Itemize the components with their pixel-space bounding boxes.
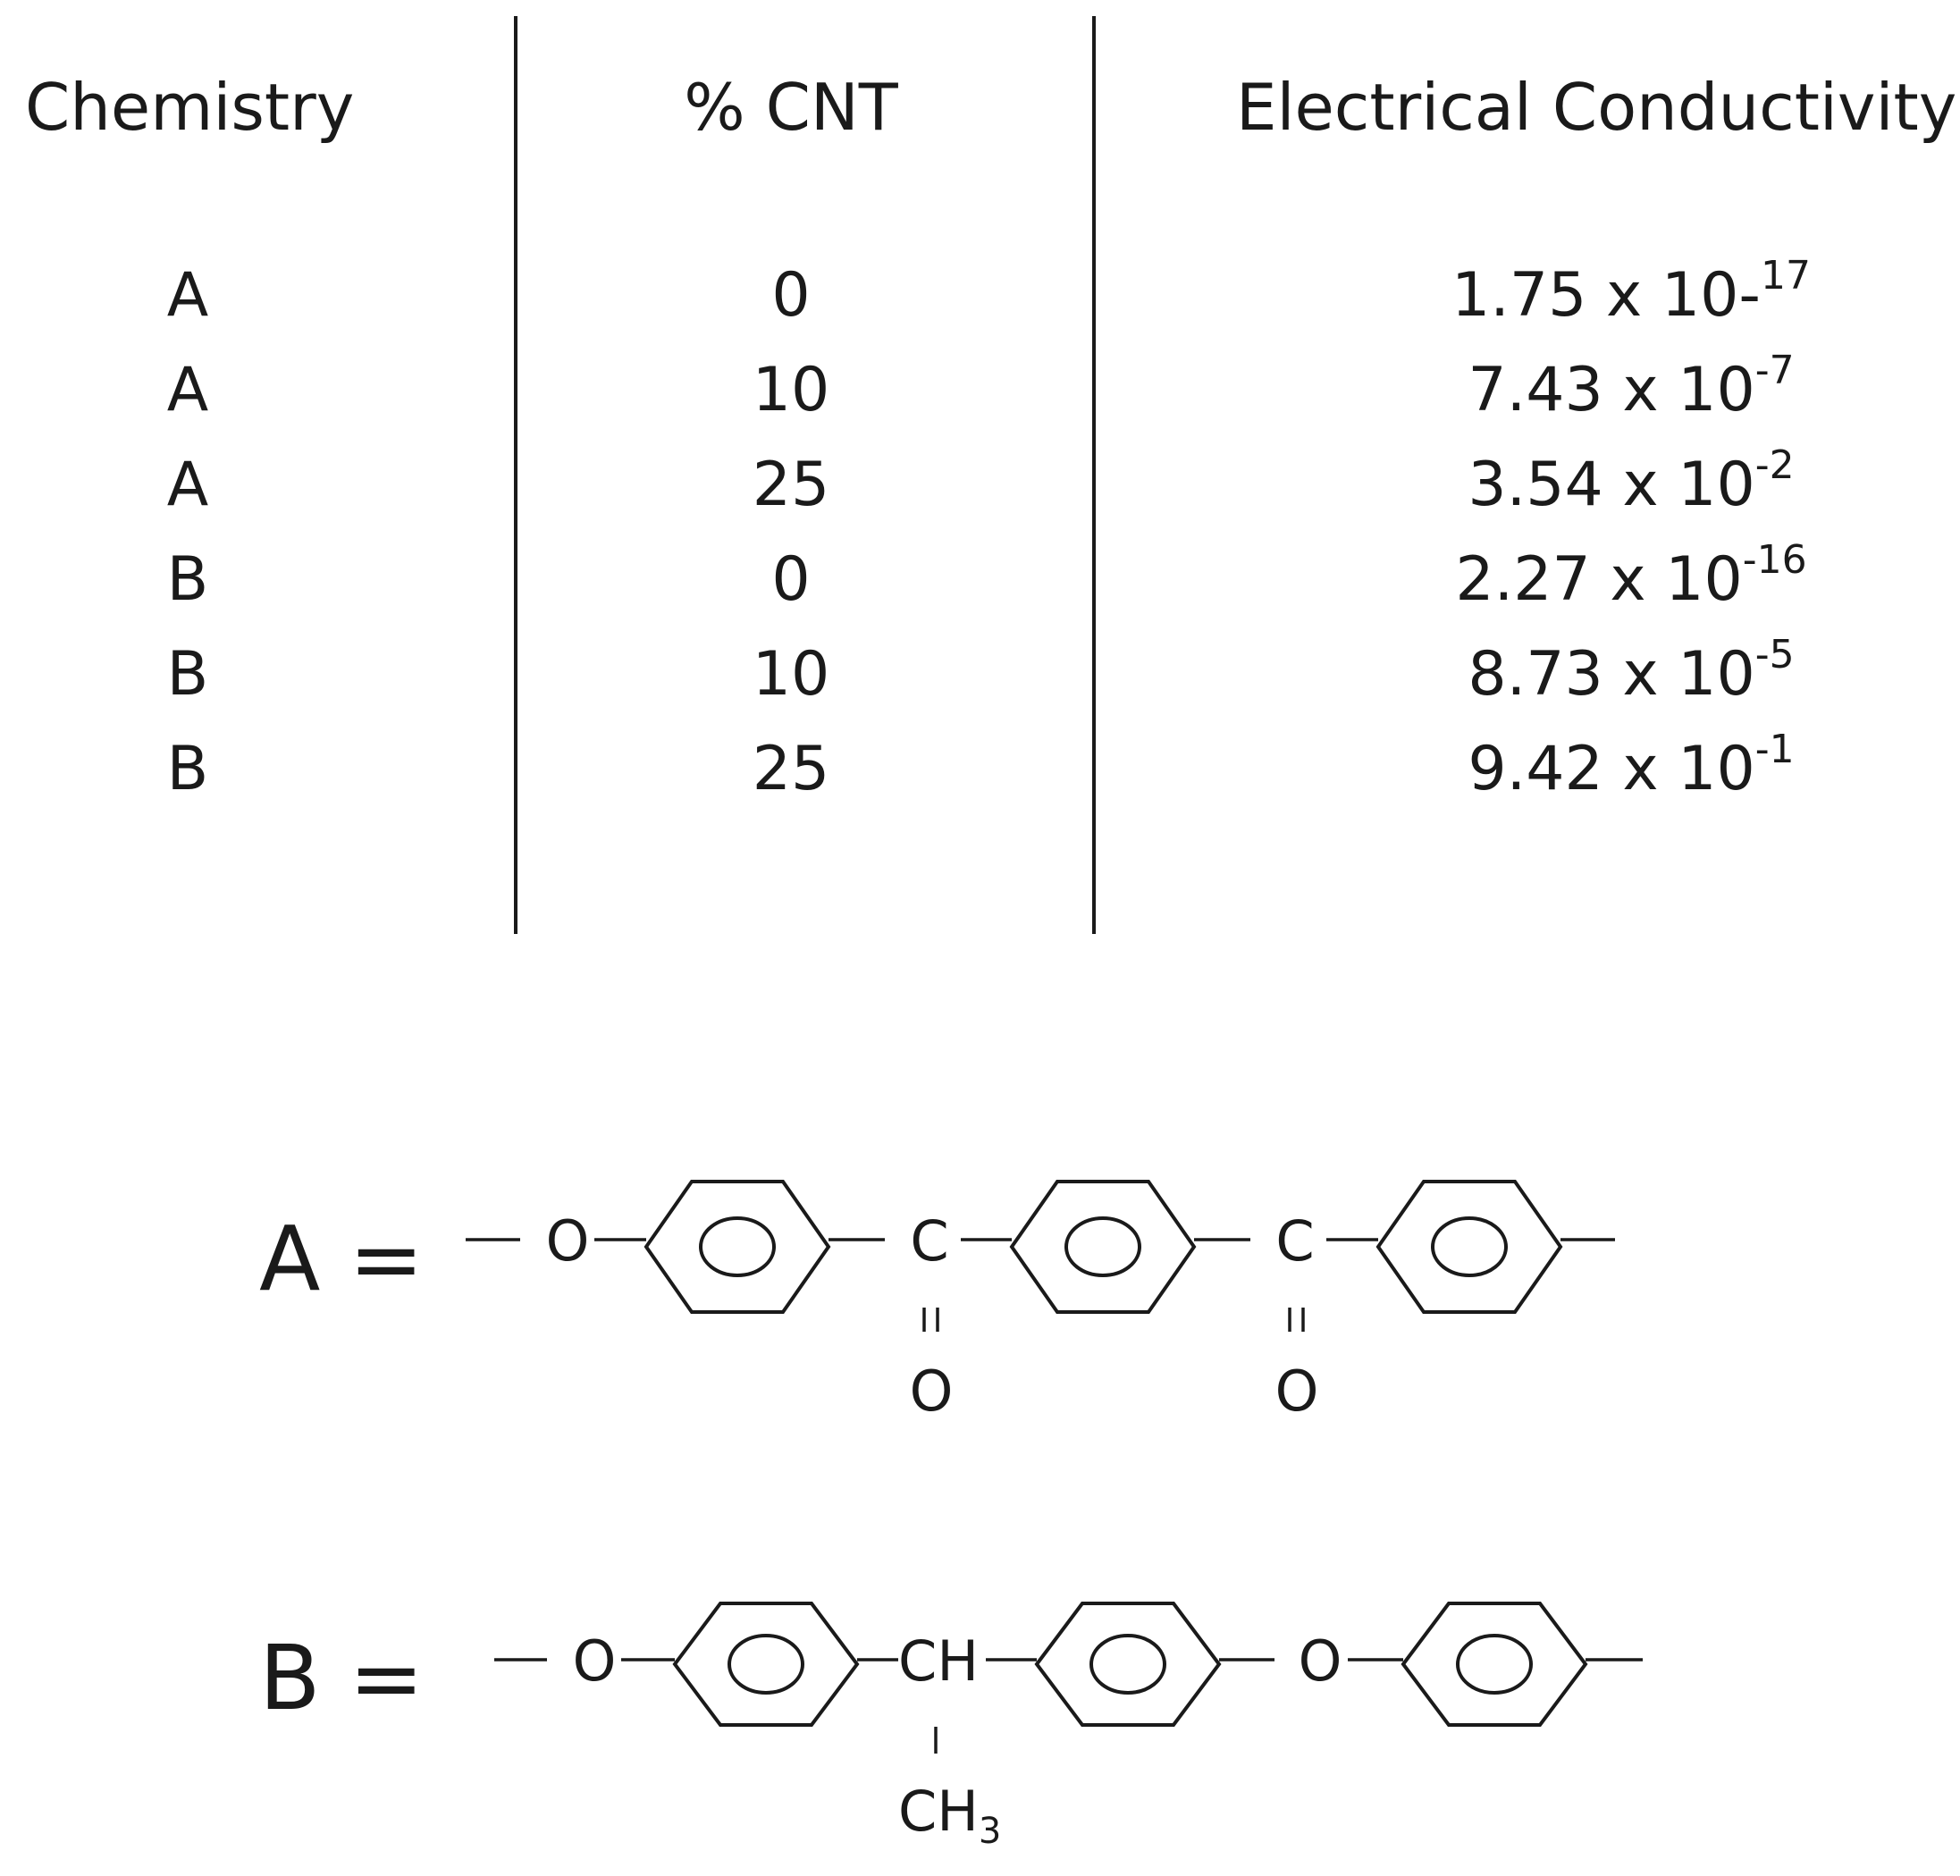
structure-b-label: B = <box>259 1626 424 1730</box>
header-conductivity: Electrical Conductivity <box>1236 70 1956 145</box>
cell-chemistry: B <box>167 544 209 615</box>
conductivity-mantissa: 2.27 x 10 <box>1455 544 1742 615</box>
structure-a: A = O C O C O <box>259 1180 1615 1424</box>
cell-cnt: 10 <box>753 355 830 425</box>
conductivity-mantissa: 8.73 x 10 <box>1468 639 1754 710</box>
cell-chemistry: B <box>167 639 209 710</box>
cell-cnt: 0 <box>771 260 810 331</box>
conductivity-exponent: -5 <box>1755 632 1795 677</box>
ether-oxygen-1: O <box>573 1628 617 1694</box>
carbonyl-carbon-1: C <box>910 1208 948 1274</box>
structure-a-label: A = <box>259 1207 424 1311</box>
cell-cnt: 25 <box>753 734 830 804</box>
cell-conductivity: 8.73 x 10-5 <box>1468 632 1794 710</box>
phenylene-ring <box>1375 1180 1563 1314</box>
table-row: A 25 3.54 x 10-2 <box>167 442 1795 520</box>
cell-conductivity: 9.42 x 10-1 <box>1468 727 1794 804</box>
cell-conductivity: 3.54 x 10-2 <box>1468 442 1794 520</box>
conductivity-mantissa: 7.43 x 10 <box>1468 355 1754 425</box>
conductivity-mantissa: 9.42 x 10 <box>1468 734 1754 804</box>
carbonyl-oxygen-2: O <box>1275 1359 1319 1424</box>
conductivity-exponent: -7 <box>1755 348 1795 393</box>
table-row: A 0 1.75 x 10-17 <box>167 253 1811 331</box>
phenylene-ring <box>1009 1180 1197 1314</box>
table-row: A 10 7.43 x 10-7 <box>167 348 1795 425</box>
phenylene-ring <box>1034 1602 1222 1727</box>
ether-oxygen: O <box>546 1208 590 1274</box>
cell-conductivity: 1.75 x 10-17 <box>1451 253 1811 331</box>
conductivity-mantissa: 1.75 x 10- <box>1451 260 1761 331</box>
cell-cnt: 10 <box>753 639 830 710</box>
cell-chemistry: B <box>167 734 209 804</box>
cell-cnt: 25 <box>753 450 830 520</box>
conductivity-exponent: 17 <box>1761 253 1811 299</box>
table-row: B 10 8.73 x 10-5 <box>167 632 1795 710</box>
ether-oxygen-2: O <box>1299 1628 1342 1694</box>
conductivity-mantissa: 3.54 x 10 <box>1468 450 1754 520</box>
cell-chemistry: A <box>167 260 209 331</box>
methine-group: CH <box>898 1628 979 1694</box>
carbonyl-carbon-2: C <box>1275 1208 1314 1274</box>
conductivity-table: Chemistry % CNT Electrical Conductivity … <box>25 16 1956 934</box>
header-cnt: % CNT <box>684 70 898 145</box>
header-chemistry: Chemistry <box>25 70 354 145</box>
cell-cnt: 0 <box>771 544 810 615</box>
cell-conductivity: 7.43 x 10-7 <box>1468 348 1794 425</box>
table-row: B 25 9.42 x 10-1 <box>167 727 1795 804</box>
phenylene-ring <box>644 1180 831 1314</box>
phenylene-ring <box>1401 1602 1588 1727</box>
conductivity-exponent: -2 <box>1755 442 1795 488</box>
table-row: B 0 2.27 x 10-16 <box>167 537 1807 615</box>
conductivity-exponent: -1 <box>1755 727 1795 772</box>
phenylene-ring <box>672 1602 860 1727</box>
structure-b: B = O CH CH3 O <box>259 1602 1643 1852</box>
conductivity-exponent: -16 <box>1743 537 1807 583</box>
methyl-group: CH3 <box>898 1779 1001 1852</box>
carbonyl-oxygen-1: O <box>910 1359 954 1424</box>
cell-chemistry: A <box>167 355 209 425</box>
cell-chemistry: A <box>167 450 209 520</box>
cell-conductivity: 2.27 x 10-16 <box>1455 537 1806 615</box>
